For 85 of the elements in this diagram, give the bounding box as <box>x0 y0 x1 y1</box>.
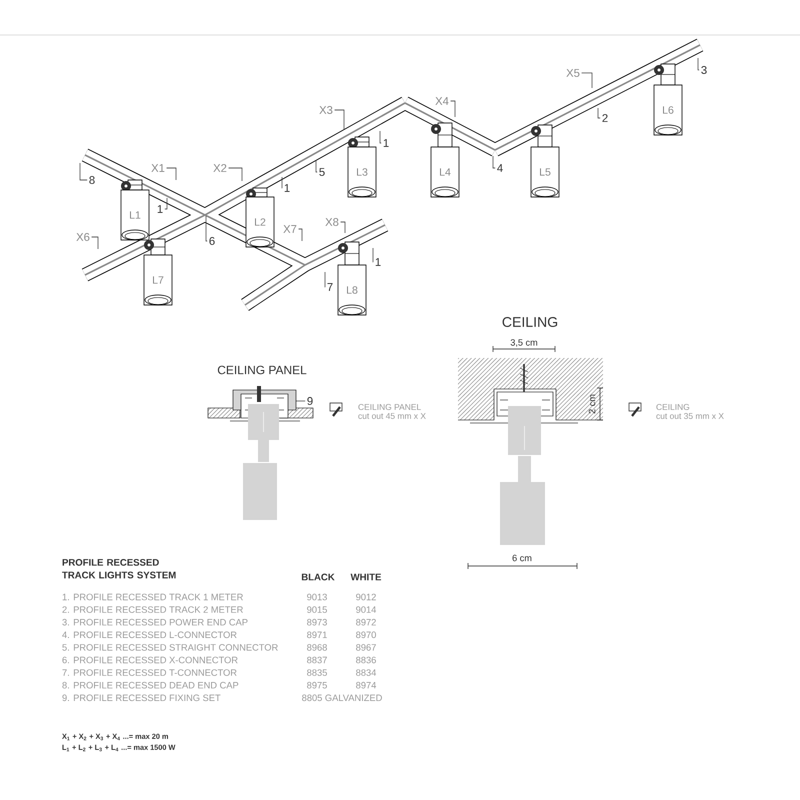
table-cell: 7. PROFILE RECESSED T-CONNECTOR <box>62 669 237 676</box>
leader-line <box>492 156 496 168</box>
table-cell: 8835 <box>307 669 327 676</box>
leader-line <box>380 130 382 144</box>
leader-line <box>91 236 98 250</box>
table-cell: 8968 <box>307 644 327 651</box>
spotlight: L3 <box>348 136 376 198</box>
callout-number: 6 <box>209 237 215 245</box>
spotlight: L2 <box>246 188 274 248</box>
spotlight: L1 <box>120 180 150 240</box>
table-cell: 8974 <box>356 682 376 688</box>
callout-number: X4 <box>435 97 449 105</box>
leader-line <box>228 168 242 182</box>
table-cell: 8805 GALVANIZED <box>302 694 382 702</box>
table-cell: 8972 <box>356 618 376 626</box>
leader-line <box>340 222 346 234</box>
callout-number: X7 <box>283 225 296 233</box>
spotlight: L5 <box>530 124 560 198</box>
callout-number: X3 <box>319 106 332 114</box>
table-cell: 4. PROFILE RECESSED L-CONNECTOR <box>62 632 237 638</box>
table-cell: 8973 <box>307 618 327 626</box>
note-text: cut out 35 mm x X <box>656 413 724 419</box>
callout-number: 1 <box>284 184 290 192</box>
table-cell: 2. PROFILE RECESSED TRACK 2 METER <box>62 606 243 613</box>
spotlight: L7 <box>144 238 172 306</box>
section-title: CEILING PANEL <box>218 366 306 374</box>
callout-number: 4 <box>497 164 503 172</box>
table-cell: 8970 <box>356 632 376 638</box>
leader-line <box>598 108 601 118</box>
callout-number: X2 <box>213 164 226 172</box>
table-cell: 5. PROFILE RECESSED STRAIGHT CONNECTOR <box>62 644 278 651</box>
note-text: CEILING PANEL <box>358 404 421 410</box>
table-cell: 8834 <box>356 669 376 676</box>
note-text: CEILING <box>656 404 690 410</box>
table-cell: 9014 <box>356 606 376 613</box>
table-cell: 8. PROFILE RECESSED DEAD END CAP <box>62 682 238 688</box>
table-cell: 9013 <box>307 594 327 600</box>
callout-number: 5 <box>319 168 325 176</box>
table-cell: 3. PROFILE RECESSED POWER END CAP <box>62 618 248 626</box>
callout-number: X6 <box>76 233 90 241</box>
table-cell: 9015 <box>307 606 327 613</box>
leader-line <box>581 72 592 88</box>
leader-line <box>316 160 318 172</box>
section-title: CEILING <box>502 317 558 327</box>
table-cell: 8971 <box>307 632 327 638</box>
leader-line <box>372 248 374 262</box>
leader-line <box>698 58 700 70</box>
leader-line <box>166 168 176 180</box>
table-cell: 8975 <box>307 682 327 688</box>
dimension-label: 6 cm <box>512 554 532 562</box>
callout-number: 1 <box>384 139 389 147</box>
spotlight: L4 <box>430 122 460 198</box>
callout-number: 9 <box>307 397 313 405</box>
callout-number: X1 <box>151 164 164 172</box>
callout-number: X8 <box>325 218 338 226</box>
table-cell: 8836 <box>356 656 376 664</box>
note-text: cut out 45 mm x X <box>358 413 426 419</box>
leader-line <box>298 228 302 242</box>
callout-number: 7 <box>327 283 333 291</box>
table-cell: 8967 <box>356 644 376 651</box>
dimension-label: 2 cm <box>588 394 596 414</box>
callout-number: 1 <box>158 205 163 213</box>
table-cell: 9012 <box>356 594 376 600</box>
spotlight: L6 <box>654 64 682 136</box>
leader-line <box>80 162 88 180</box>
column-heading: WHITE <box>350 574 382 580</box>
leader-line <box>206 216 208 242</box>
callout-number: 2 <box>602 114 608 122</box>
table-cell: 8837 <box>307 656 327 664</box>
leader-line <box>334 110 344 130</box>
callout-number: 3 <box>701 66 707 74</box>
table-cell: 6. PROFILE RECESSED X-CONNECTOR <box>62 656 238 664</box>
spotlight: L8 <box>338 242 366 316</box>
callout-number: X5 <box>566 69 580 77</box>
table-cell: 1. PROFILE RECESSED TRACK 1 METER <box>62 594 243 600</box>
leader-line <box>164 198 168 210</box>
leader-line <box>450 100 456 118</box>
table-cell: 9. PROFILE RECESSED FIXING SET <box>62 694 220 702</box>
leader-line <box>324 272 326 288</box>
column-heading: BLACK <box>302 574 335 580</box>
callout-number: 8 <box>89 176 95 184</box>
table-heading: PROFILE RECESSED TRACK LIGHTS SYSTEM <box>62 558 176 578</box>
leader-line <box>296 400 306 402</box>
callout-number: 1 <box>376 258 381 266</box>
dimension-label: 3,5 cm <box>510 339 538 347</box>
